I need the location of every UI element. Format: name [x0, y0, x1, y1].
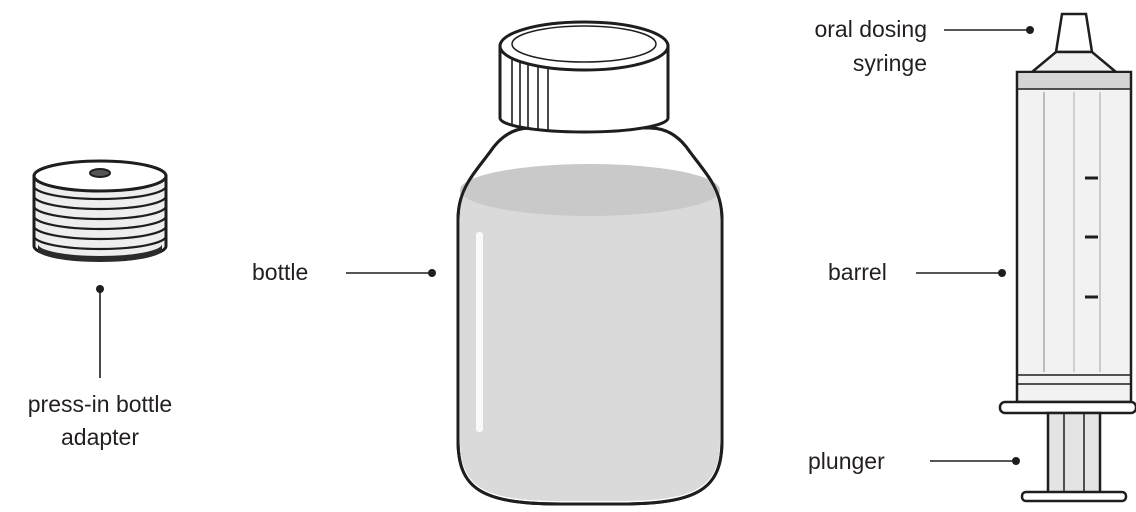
adapter-label-line2: adapter [61, 424, 139, 450]
plunger-leader-line [930, 457, 1020, 465]
adapter-label-line1: press-in bottle [28, 391, 172, 417]
press-in-bottle-adapter-icon [32, 159, 168, 262]
syringe-leader-line [944, 26, 1034, 34]
barrel-label: barrel [828, 259, 887, 285]
barrel-leader-line [916, 269, 1006, 277]
syringe-label-line1: oral dosing [814, 16, 927, 42]
medicine-bottle-icon [456, 20, 724, 506]
syringe-label-line2: syringe [853, 50, 927, 76]
bottle-label: bottle [252, 259, 308, 285]
plunger-label: plunger [808, 448, 885, 474]
bottle-leader-line [346, 269, 436, 277]
oral-dosing-syringe-icon [998, 12, 1136, 503]
adapter-leader-line [96, 285, 104, 378]
